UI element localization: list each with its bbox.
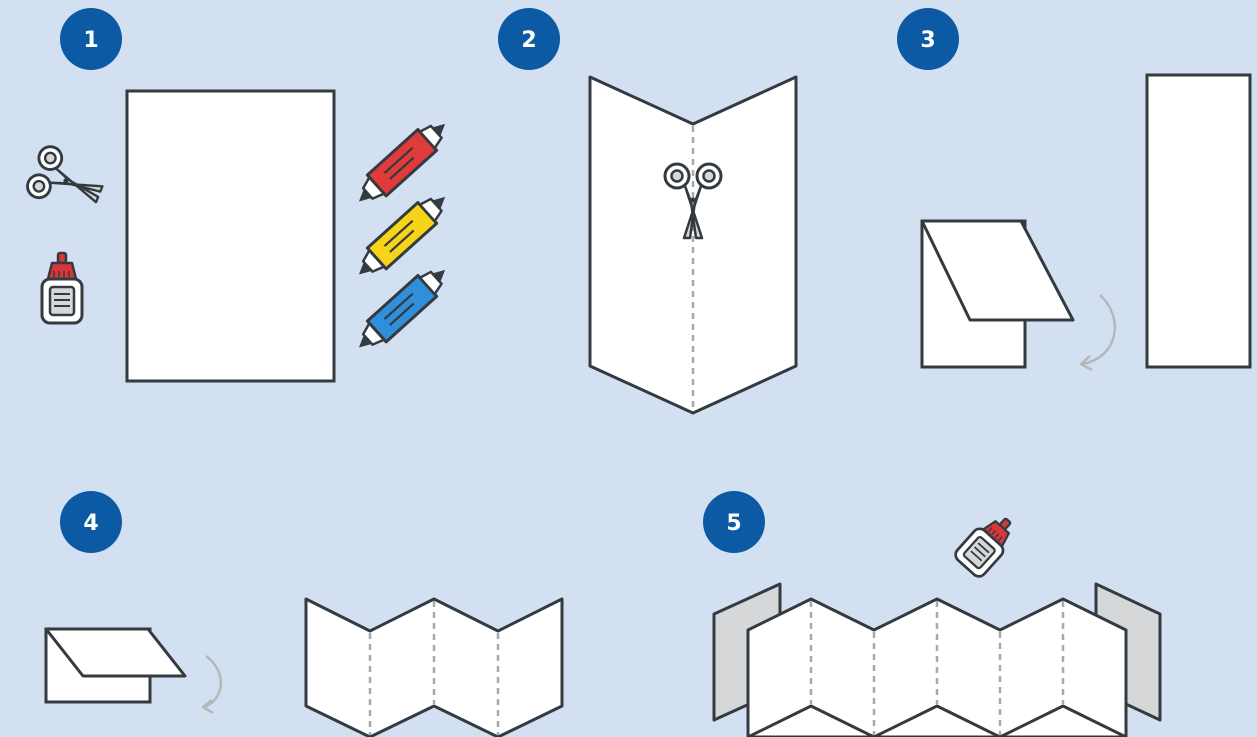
rotate-arrow-icon <box>1079 294 1116 372</box>
zigzag-paper <box>304 597 564 737</box>
red-marker-icon <box>348 111 456 214</box>
step-badge-3: 3 <box>897 8 959 70</box>
step-badge-2: 2 <box>498 8 560 70</box>
step-5: 5 <box>703 491 1162 737</box>
step-1: 1 <box>22 8 456 383</box>
scissors-icon <box>22 141 111 221</box>
step-3: 3 <box>897 8 1252 372</box>
step-number: 3 <box>920 28 935 53</box>
step-badge-5: 5 <box>703 491 765 553</box>
folded-paper-open <box>588 75 798 415</box>
step-number: 1 <box>83 28 98 53</box>
yellow-marker-icon <box>348 184 456 287</box>
rotate-arrow-icon <box>201 654 223 715</box>
paper-strip <box>1145 73 1252 369</box>
step-2: 2 <box>498 8 798 415</box>
step-number: 4 <box>83 511 98 536</box>
glue-bottle-icon <box>40 251 84 325</box>
blue-marker-icon <box>348 257 456 360</box>
paper-sheet <box>125 89 336 383</box>
step-badge-4: 4 <box>60 491 122 553</box>
step-4: 4 <box>44 491 564 737</box>
glue-bottle-icon <box>951 507 1023 581</box>
step-number: 2 <box>521 28 536 53</box>
step-number: 5 <box>726 511 741 536</box>
zigzag-paper <box>746 597 1128 737</box>
folded-corner-paper <box>920 219 1075 369</box>
step-badge-1: 1 <box>60 8 122 70</box>
folded-corner-paper <box>44 627 187 704</box>
